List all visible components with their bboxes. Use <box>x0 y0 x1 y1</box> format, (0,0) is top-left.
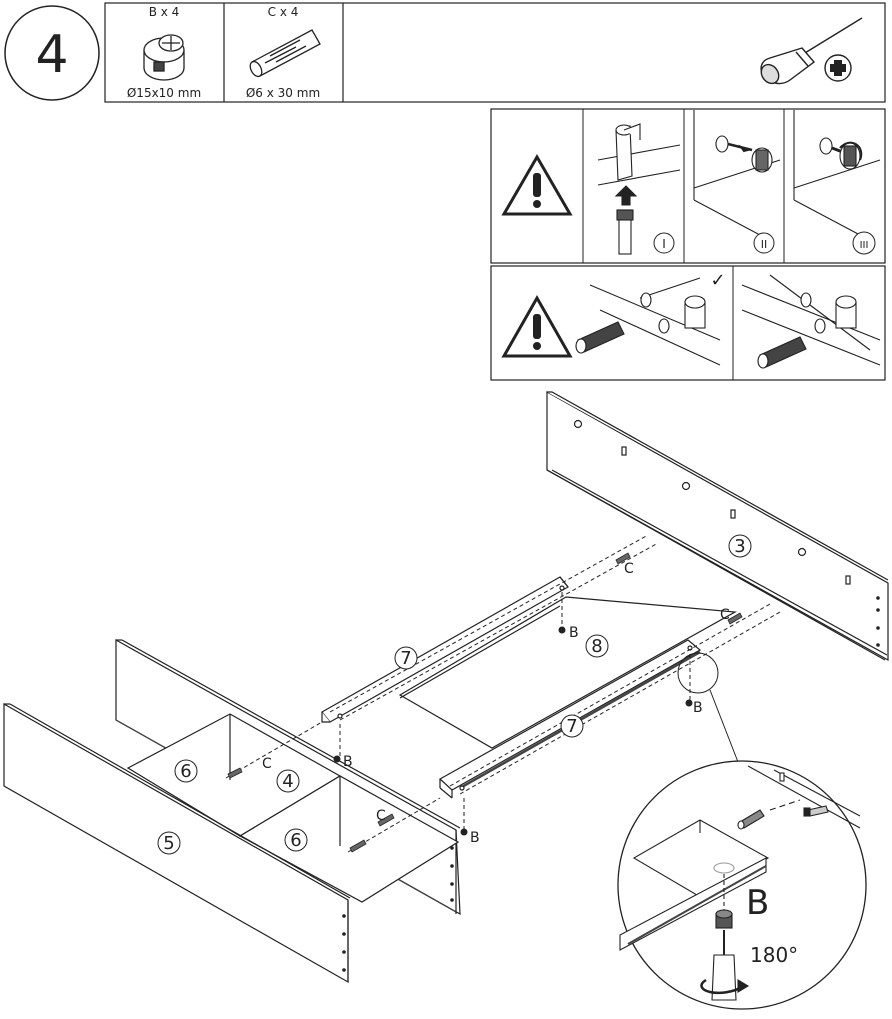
panel-8 <box>398 596 737 749</box>
label-panel-6-front: 6 <box>284 828 308 852</box>
panel-6-front <box>238 775 460 903</box>
fastener-labels: B B B B C C C C <box>262 561 730 846</box>
dowel-warning-panel: ✓ <box>490 265 886 381</box>
fastener-b-label: B <box>343 754 353 770</box>
detail-magnifier: B 180° <box>617 652 867 1010</box>
detail-fastener-label: B <box>746 883 769 923</box>
cam-lock-icon <box>143 34 185 81</box>
part-c-label: C x 4 <box>268 5 299 19</box>
detail-illustration <box>619 765 861 1001</box>
stage-i-label: I <box>662 237 666 251</box>
label-panel-7-back: 7 <box>394 646 418 670</box>
fastener-c-label: C <box>376 808 386 824</box>
svg-text:5: 5 <box>163 833 174 854</box>
fastener-b-label: B <box>569 625 579 641</box>
label-panel-6-back: 6 <box>174 759 198 783</box>
svg-text:8: 8 <box>591 636 602 657</box>
stage-ii-label: II <box>761 238 768 251</box>
header: 4 B x 4 Ø15x10 mm C x 4 Ø6 x 30 mm <box>4 2 886 103</box>
stage-iii-label: III <box>860 240 869 251</box>
label-panel-7-front: 7 <box>560 714 584 738</box>
fastener-c-label: C <box>262 756 272 772</box>
svg-text:6: 6 <box>180 761 191 782</box>
svg-text:7: 7 <box>400 648 411 669</box>
fastener-c-label: C <box>624 561 634 577</box>
panel-labels: 3 4 5 6 6 7 7 8 <box>157 534 752 855</box>
warning-icon <box>501 154 573 216</box>
svg-text:3: 3 <box>734 536 745 557</box>
fastener-b-label: B <box>470 830 480 846</box>
cam-lock-b-markers <box>333 626 693 836</box>
parts-box <box>104 2 886 103</box>
correct-check-mark: ✓ <box>710 270 725 291</box>
wooden-dowel-icon <box>249 29 321 78</box>
stage-iii-illustration <box>793 110 881 236</box>
label-panel-3: 3 <box>728 534 752 558</box>
label-panel-5: 5 <box>157 831 181 855</box>
main-assembly <box>3 390 889 984</box>
incorrect-dowel-illustration <box>741 274 881 369</box>
svg-text:7: 7 <box>566 716 577 737</box>
part-b-label: B x 4 <box>149 5 180 19</box>
part-c-size: Ø6 x 30 mm <box>246 86 320 100</box>
correct-dowel-illustration <box>575 277 721 366</box>
label-panel-8: 8 <box>585 634 609 658</box>
panel-3 <box>546 390 889 662</box>
screwdriver-icon <box>760 17 863 85</box>
svg-text:4: 4 <box>282 771 293 792</box>
label-panel-4: 4 <box>276 769 300 793</box>
fastener-c-label: C <box>720 607 730 623</box>
step-number: 4 <box>35 25 68 85</box>
fastener-b-label: B <box>693 700 703 716</box>
panel-7-back <box>321 576 569 723</box>
stage-ii-illustration <box>693 110 781 236</box>
cam-lock-warning-panel: I II III <box>490 108 886 264</box>
rotation-label: 180° <box>750 943 798 967</box>
part-b-size: Ø15x10 mm <box>127 86 201 100</box>
stage-i-illustration <box>597 123 681 255</box>
svg-text:6: 6 <box>290 830 301 851</box>
warning-icon <box>501 294 573 358</box>
step-circle <box>4 5 100 101</box>
dowel-c-markers <box>227 552 743 853</box>
phillips-head-icon <box>824 54 852 82</box>
